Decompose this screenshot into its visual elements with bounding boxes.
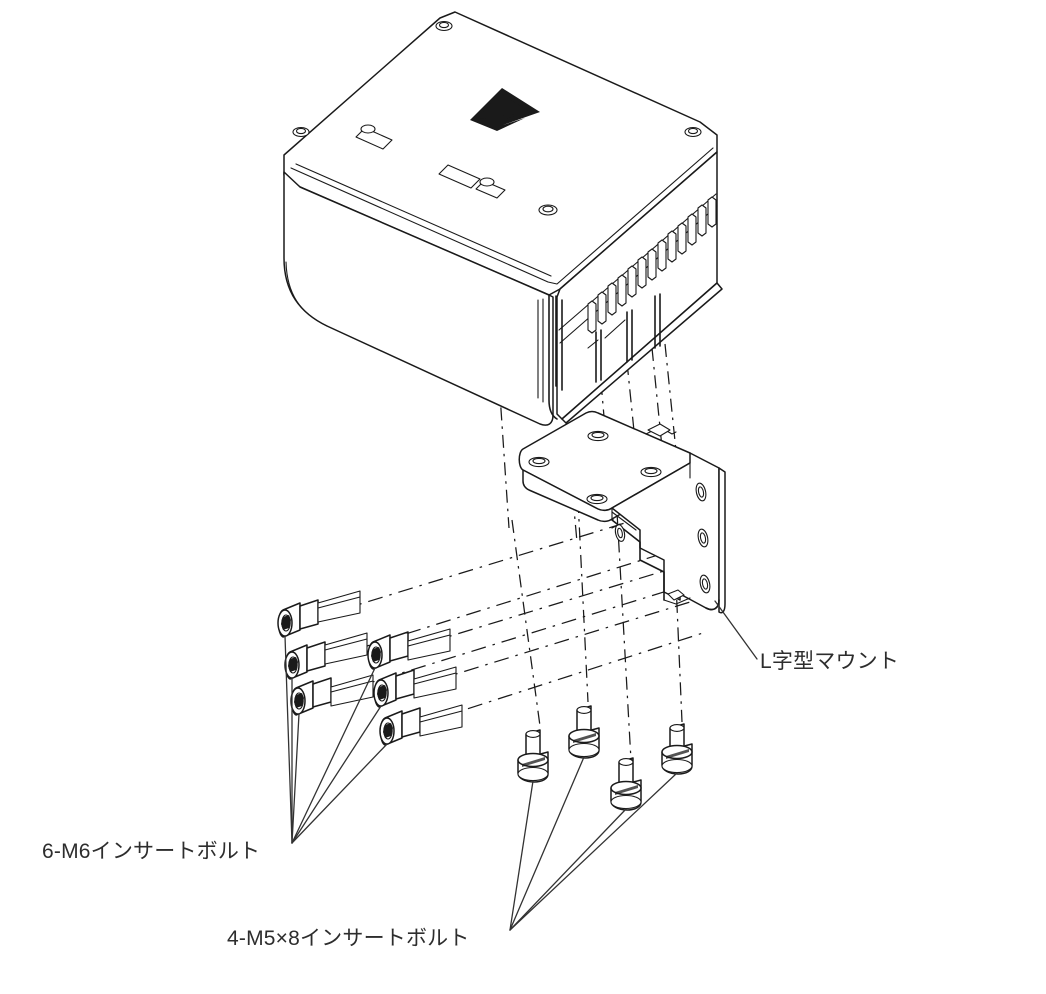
leader-lines — [284, 600, 758, 931]
enclosure-device — [283, 11, 723, 426]
bottom-rails — [555, 293, 661, 391]
m6-socket-head-bolts — [277, 590, 463, 746]
m6-bolt-b3 — [379, 704, 463, 746]
vent-slots — [587, 196, 717, 334]
label-m5x8-insert-bolt: 4-M5×8インサートボルト — [227, 927, 470, 950]
m5-bolt-2 — [568, 705, 600, 759]
m5-bolt-1 — [517, 729, 549, 783]
m5-bolt-3 — [610, 757, 642, 811]
m6-bolt-a3 — [290, 674, 374, 716]
label-m6-insert-bolt: 6-M6インサートボルト — [42, 840, 261, 863]
top-plate-holes — [528, 430, 662, 505]
m6-bolt-a2 — [284, 632, 368, 680]
corner-screws — [292, 20, 702, 216]
m6-bolt-b2 — [373, 666, 457, 708]
label-l-mount: L字型マウント — [760, 650, 900, 673]
flange-holes-right — [695, 482, 711, 594]
m6-bolt-b1 — [367, 628, 451, 670]
m5-insert-bolts — [517, 705, 693, 811]
brand-logo-icon — [470, 88, 540, 131]
m6-bolt-a1 — [277, 590, 361, 638]
flange-holes-left — [611, 523, 626, 542]
m5-bolt-4 — [661, 723, 693, 775]
